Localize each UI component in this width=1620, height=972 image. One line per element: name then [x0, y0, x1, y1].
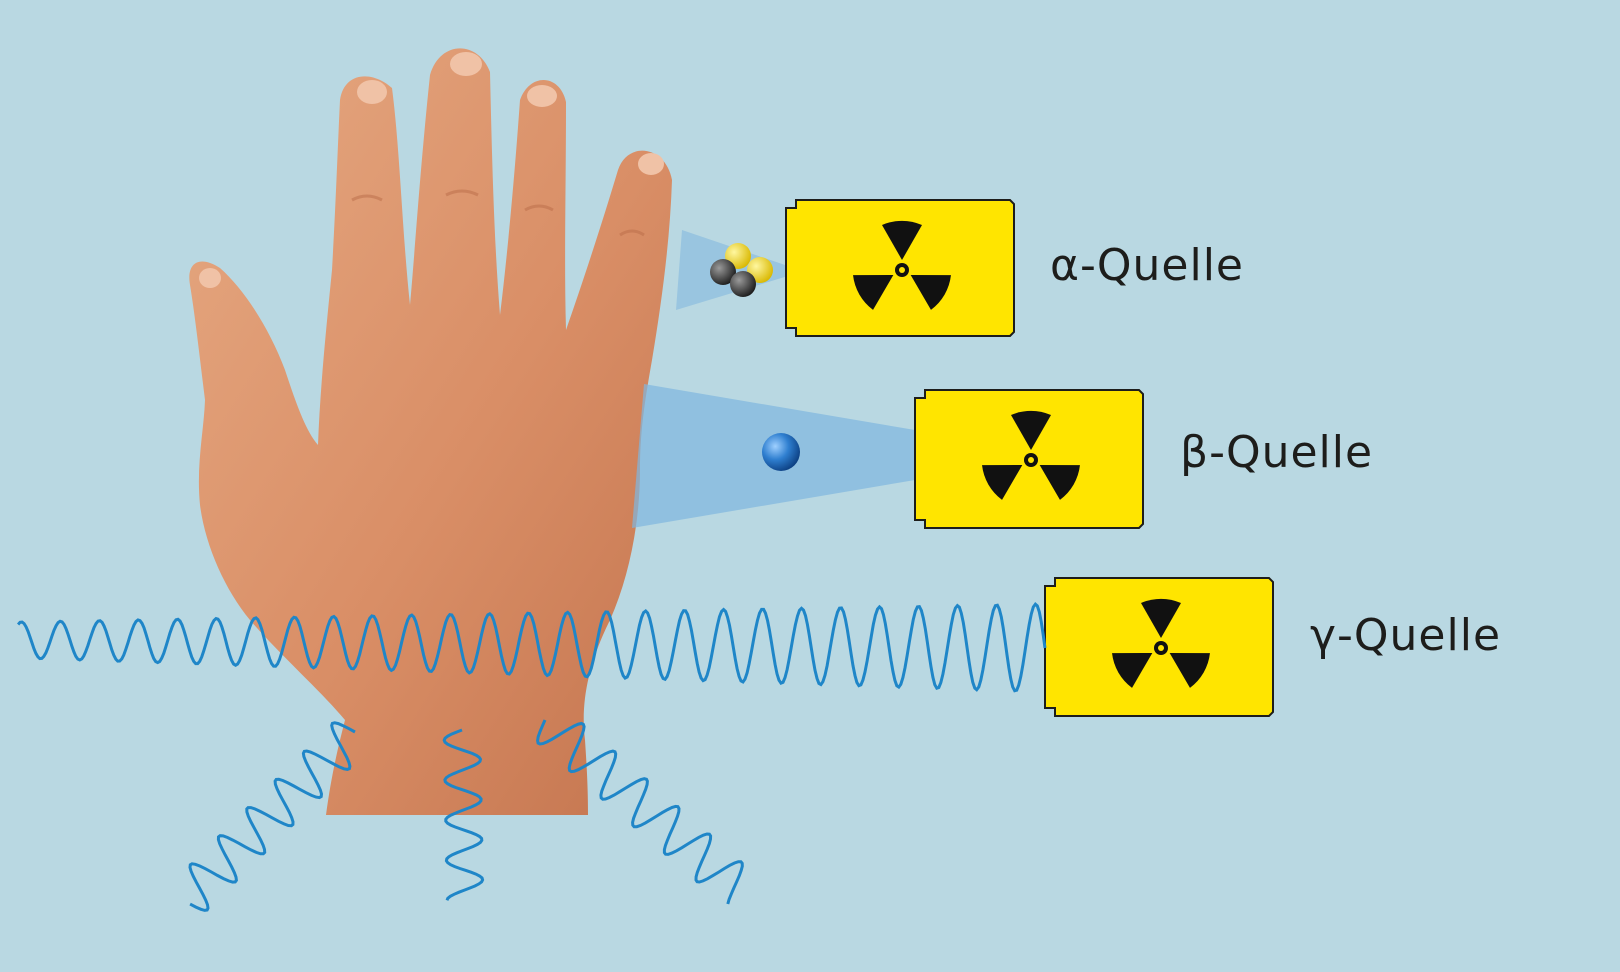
scattered-wave-icon	[442, 728, 485, 901]
hand	[189, 48, 672, 815]
radiation-trefoil-icon	[849, 220, 955, 312]
beta-source	[914, 389, 1144, 529]
gamma-source	[1044, 577, 1274, 717]
radiation-trefoil-icon	[978, 410, 1084, 502]
electron-icon	[762, 433, 800, 471]
gamma-wave-icon	[16, 601, 1047, 693]
alpha-particle-icon	[710, 243, 773, 297]
scattered-wave-icon	[536, 719, 744, 905]
scattered-wave-icon	[188, 721, 356, 912]
beta-source-label: β-Quelle	[1180, 427, 1374, 478]
radiation-trefoil-icon	[1108, 598, 1214, 690]
alpha-source	[785, 199, 1015, 337]
alpha-source-label: α-Quelle	[1050, 240, 1244, 291]
gamma-source-label: γ-Quelle	[1310, 610, 1502, 661]
